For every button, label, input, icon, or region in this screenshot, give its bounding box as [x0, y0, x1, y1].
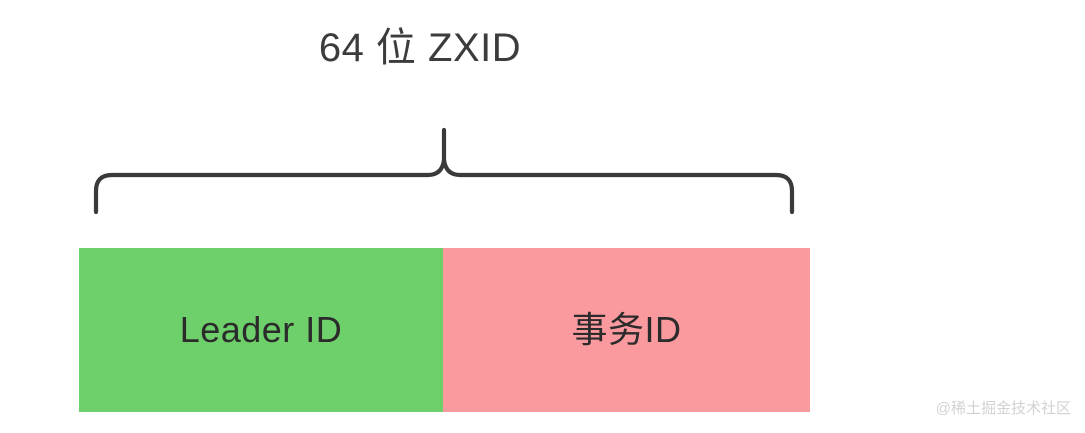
curly-brace-icon — [93, 127, 795, 215]
segment-leader-id: Leader ID — [79, 248, 443, 412]
page-title: 64 位 ZXID — [318, 26, 522, 70]
zxid-segment-bar: Leader ID 事务ID — [79, 248, 810, 412]
curly-brace — [80, 118, 810, 222]
segment-transaction-id-label: 事务ID — [571, 309, 682, 350]
segment-transaction-id: 事务ID — [443, 248, 810, 412]
segment-leader-id-label: Leader ID — [179, 309, 343, 350]
watermark: @稀土掘金技术社区 — [935, 400, 1071, 417]
